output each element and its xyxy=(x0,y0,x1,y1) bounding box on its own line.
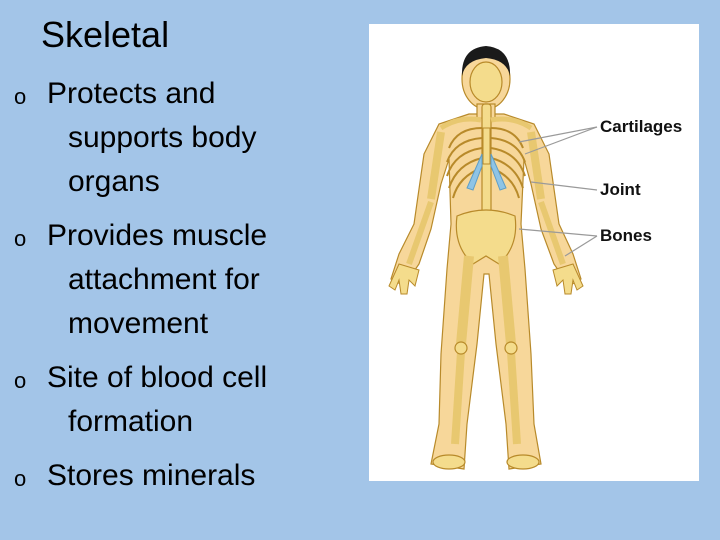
bullet-marker: o xyxy=(14,466,27,491)
tibia-left xyxy=(451,351,465,445)
label-joint: Joint xyxy=(600,180,641,199)
hair xyxy=(461,46,511,76)
skull xyxy=(469,61,503,103)
kneecap-right xyxy=(504,341,518,355)
slide-title: Skeletal xyxy=(41,14,170,55)
hand-right xyxy=(552,263,584,295)
femur-left xyxy=(456,255,474,345)
bullet-item-minerals: o Stores minerals xyxy=(14,454,344,498)
clavicle-right xyxy=(490,116,533,131)
bullet-text-continued: supports body organs xyxy=(68,121,257,198)
bullet-marker: o xyxy=(14,368,27,393)
bullet-item-protects: o Protects and supports body organs xyxy=(14,72,344,204)
foot-left xyxy=(432,454,466,470)
forearm-left xyxy=(406,200,434,266)
bullet-list: o Protects and supports body organs o Pr… xyxy=(14,72,344,508)
bullet-marker: o xyxy=(14,84,27,109)
cartilage xyxy=(466,127,507,191)
bullet-text: Protects and xyxy=(47,77,216,110)
humerus-left xyxy=(427,131,445,200)
bullet-text-continued: attachment for movement xyxy=(68,263,260,340)
skeleton-illustration xyxy=(388,46,598,470)
hand-left xyxy=(388,263,420,295)
bullet-item-blood: o Site of blood cell formation xyxy=(14,356,344,444)
humerus-right xyxy=(527,131,545,200)
kneecap-left xyxy=(454,341,468,355)
pelvis xyxy=(455,209,517,265)
bullet-marker: o xyxy=(14,226,27,251)
bullet-item-muscle: o Provides muscle attachment for movemen… xyxy=(14,214,344,346)
bullet-text-continued: formation xyxy=(68,405,194,438)
label-bones: Bones xyxy=(600,226,652,245)
foot-right xyxy=(506,454,540,470)
tibia-right xyxy=(507,351,521,445)
label-cartilages: Cartilages xyxy=(600,117,683,136)
leader-lines xyxy=(518,126,598,257)
bullet-text: Stores minerals xyxy=(47,459,256,492)
forearm-right xyxy=(538,200,566,266)
rib-cage xyxy=(446,127,526,199)
bullet-text: Provides muscle xyxy=(47,219,268,252)
femur-right xyxy=(498,255,516,345)
clavicle-left xyxy=(439,116,482,131)
skeleton-figure: Cartilages Joint Bones xyxy=(369,24,699,481)
bullet-text: Site of blood cell xyxy=(47,361,268,394)
